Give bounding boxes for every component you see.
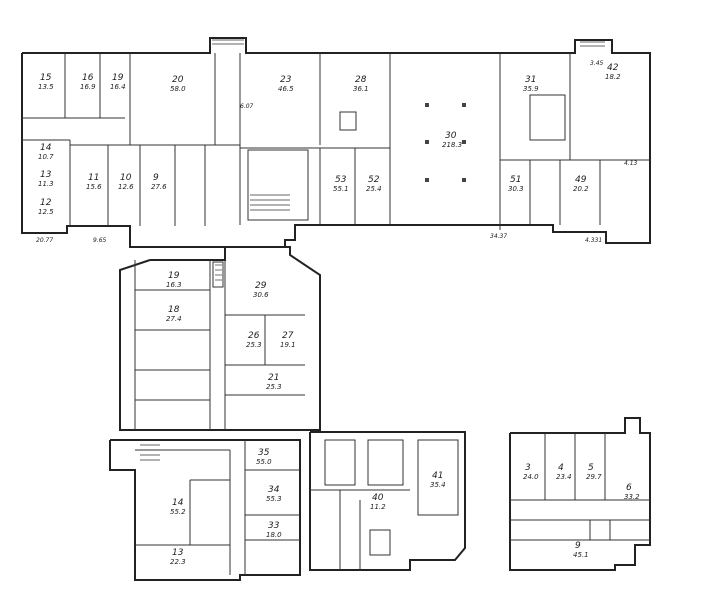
room-number: 28 (355, 75, 367, 85)
room-area: 13.5 (38, 83, 54, 91)
room-area: 33.2 (624, 493, 640, 501)
room-area: 55.2 (170, 508, 186, 516)
room-area: 19.1 (280, 341, 296, 349)
room-number: 9 (153, 173, 159, 183)
room-number: 40 (372, 493, 384, 503)
room-number: 9 (575, 541, 581, 551)
room-number: 18 (168, 305, 180, 315)
room-number: 52 (368, 175, 380, 185)
room-area: 55.3 (266, 495, 282, 503)
room-number: 35 (258, 448, 270, 458)
room-number: 6 (626, 483, 632, 493)
room-area: 11.2 (370, 503, 386, 511)
room-number: 15 (40, 73, 52, 83)
annex-block-outline (509, 417, 651, 571)
room-area: 10.7 (38, 153, 54, 161)
lower-block-outline (109, 439, 301, 581)
room-area: 27.4 (166, 315, 182, 323)
room-number: 29 (255, 281, 267, 291)
dimension-label: 4.331 (585, 237, 602, 244)
room-number: 3 (525, 463, 531, 473)
room-number: 16 (82, 73, 94, 83)
room-number: 23 (280, 75, 292, 85)
room-number: 51 (510, 175, 521, 185)
room-area: 12.6 (118, 183, 134, 191)
room-area: 20.2 (573, 185, 589, 193)
dimension-label: 4.13 (624, 160, 638, 167)
room-area: 16.4 (110, 83, 126, 91)
room-area: 25.4 (366, 185, 382, 193)
dimension-label: 9.65 (93, 237, 107, 244)
room-number: 11 (88, 173, 99, 183)
room-area: 46.5 (278, 85, 294, 93)
central-wing-outline (119, 246, 321, 431)
room-area: 55.0 (256, 458, 272, 466)
room-area: 16.3 (166, 281, 182, 289)
room-number: 4 (558, 463, 564, 473)
room-number: 14 (172, 498, 184, 508)
dimension-labels: 20.77 9.65 34.37 4.331 4.13 3.45 6.07 (36, 60, 638, 244)
room-area: 27.6 (151, 183, 167, 191)
room-area: 11.3 (38, 180, 54, 188)
room-number: 19 (168, 271, 180, 281)
dimension-label: 6.07 (240, 103, 254, 110)
room-number: 21 (268, 373, 279, 383)
room-number: 12 (40, 198, 52, 208)
dimension-label: 20.77 (36, 237, 53, 244)
dimension-label: 34.37 (490, 233, 507, 240)
room-number: 53 (335, 175, 347, 185)
room-area: 35.9 (523, 85, 539, 93)
room-area: 24.0 (523, 473, 539, 481)
room-number: 30 (445, 131, 457, 141)
room-number: 41 (432, 471, 443, 481)
room-area: 36.1 (353, 85, 369, 93)
room-number: 13 (172, 548, 184, 558)
room-number: 27 (282, 331, 294, 341)
room-number: 34 (268, 485, 280, 495)
room-area: 25.3 (266, 383, 282, 391)
room-number: 5 (588, 463, 594, 473)
room-number: 26 (248, 331, 260, 341)
room-number: 19 (112, 73, 124, 83)
room-number: 49 (575, 175, 587, 185)
room-area: 29.7 (586, 473, 602, 481)
room-area: 23.4 (556, 473, 572, 481)
hall-columns (425, 103, 466, 182)
room-number: 20 (172, 75, 184, 85)
room-number: 13 (40, 170, 52, 180)
room-area: 58.0 (170, 85, 186, 93)
room-area: 22.3 (170, 558, 186, 566)
room-area: 15.6 (86, 183, 102, 191)
main-wing-outline (21, 37, 651, 248)
room-area: 55.1 (333, 185, 349, 193)
stairs (140, 39, 605, 461)
room-number: 42 (607, 63, 619, 73)
dimension-label: 3.45 (590, 60, 604, 67)
right-lower-block-outline (309, 431, 466, 571)
room-area: 30.3 (508, 185, 524, 193)
room-number: 33 (268, 521, 280, 531)
room-number: 31 (525, 75, 536, 85)
room-area: 25.3 (246, 341, 262, 349)
room-labels: 15 13.5 16 16.9 19 16.4 20 58.0 23 46.5 … (38, 63, 640, 566)
room-area: 45.1 (573, 551, 589, 559)
room-area: 18.2 (605, 73, 621, 81)
room-area: 18.0 (266, 531, 282, 539)
room-area: 30.6 (253, 291, 269, 299)
room-number: 14 (40, 143, 52, 153)
room-area: 218.3 (442, 141, 462, 149)
room-area: 16.9 (80, 83, 96, 91)
room-area: 35.4 (430, 481, 446, 489)
room-number: 10 (120, 173, 132, 183)
room-area: 12.5 (38, 208, 54, 216)
